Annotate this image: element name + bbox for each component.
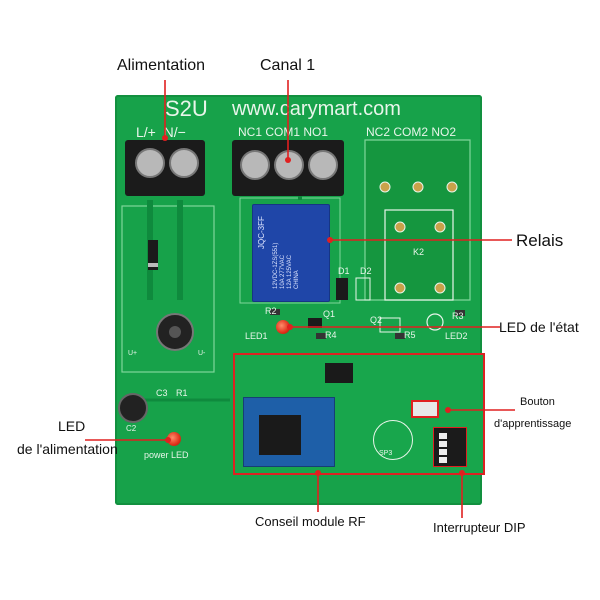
- r4-label: R4: [325, 330, 337, 340]
- callout-power: Alimentation: [117, 57, 206, 74]
- led1-label: LED1: [245, 331, 268, 341]
- callout-learn-button-line1: Bouton: [520, 396, 555, 408]
- rf-module-board: SP3: [233, 353, 485, 475]
- r5-label: R5: [404, 330, 416, 340]
- q1-label: Q1: [323, 309, 336, 319]
- led2-label: LED2: [445, 331, 468, 341]
- q2-label: Q2: [370, 315, 383, 325]
- callout-status-led: LED de l'état: [499, 319, 579, 335]
- callout-relay: Relais: [516, 231, 564, 250]
- terminal-label-power: L/+ N/−: [136, 124, 186, 140]
- r2-label: R2: [265, 306, 277, 316]
- terminal-label-channel2: NC2 COM2 NO2: [366, 125, 457, 139]
- sp3-circle: [373, 420, 413, 460]
- callout-power-led-line2: de l'alimentation: [17, 441, 118, 457]
- power-led-silk: power LED: [144, 450, 189, 460]
- board-model: S2U: [165, 96, 208, 121]
- dip-switch[interactable]: [433, 427, 467, 467]
- d2-label: D2: [360, 266, 372, 276]
- c3-label: C3: [156, 388, 168, 398]
- c2-label: C2: [126, 424, 137, 433]
- sp3-label: SP3: [379, 450, 393, 457]
- r3-label: R3: [452, 311, 464, 321]
- terminal-label-channel1: NC1 COM1 NO1: [238, 125, 329, 139]
- callout-dip-switch: Interrupteur DIP: [433, 520, 526, 535]
- callout-rf-module: Conseil module RF: [255, 514, 366, 529]
- callout-learn-button-line2: d'apprentissage: [494, 418, 572, 430]
- status-led: [276, 320, 290, 334]
- callout-power-led-line1: LED: [58, 418, 86, 434]
- board-website: www.carymart.com: [232, 98, 401, 120]
- u-plus-label: U+: [128, 350, 138, 357]
- k2-label: K2: [413, 247, 425, 257]
- power-led: [167, 432, 181, 446]
- u-minus-label: U-: [198, 350, 206, 357]
- relay: JQC-3FF 12VDC-1ZS(551) 10A 277VAC 12A 12…: [252, 204, 330, 302]
- voltage-regulator: [325, 363, 353, 383]
- rf-ic: [259, 415, 301, 455]
- power-terminal-block[interactable]: [125, 140, 205, 196]
- learning-button[interactable]: [411, 400, 439, 418]
- r1-label: R1: [176, 388, 188, 398]
- callout-channel1: Canal 1: [260, 57, 316, 74]
- d1-label: D1: [338, 266, 350, 276]
